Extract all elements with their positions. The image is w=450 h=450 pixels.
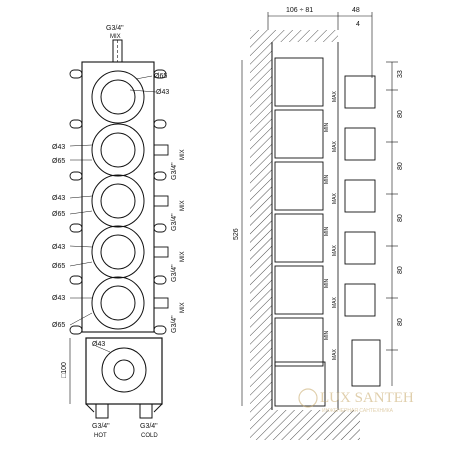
mixer-box <box>85 337 163 405</box>
outlet-3-function: MIX <box>180 251 186 262</box>
ring-2-inner <box>100 132 136 168</box>
mark-10: MIN <box>324 330 330 340</box>
dia-label-5: Ø43 <box>52 195 65 202</box>
mark-4: MIN <box>324 174 330 184</box>
ring-4-outer <box>91 225 145 279</box>
ring-5-outer <box>91 276 145 330</box>
dim-step-top: 33 <box>397 70 404 78</box>
dim-depth: 106 ÷ 81 <box>286 7 313 14</box>
dia-label-1: Ø65 <box>154 73 167 80</box>
handles <box>344 75 381 387</box>
dim-gap: 4 <box>356 21 360 28</box>
ring-1-inner <box>100 79 136 115</box>
front-view-labels: G3/4" MIX Ø65 Ø43 Ø43 Ø65 Ø43 Ø65 Ø43 Ø6… <box>52 25 186 439</box>
outlet-4-function: MIX <box>180 302 186 313</box>
mark-9: MAX <box>332 297 338 309</box>
dim-projection: 48 <box>352 7 360 14</box>
hot-inlet-size: G3/4" <box>92 423 110 430</box>
dim-total-height: 526 <box>233 228 240 240</box>
dia-label-7: Ø43 <box>52 244 65 251</box>
outlet-1-size: G3/4" <box>171 162 178 180</box>
hot-inlet-pipe <box>95 403 109 419</box>
mark-7: MAX <box>332 245 338 257</box>
mark-2: MIN <box>324 122 330 132</box>
mixer-ring-inner <box>113 359 135 381</box>
cartridge-rings <box>91 70 145 330</box>
side-outlet-stubs <box>153 144 169 309</box>
wall-hatch-top <box>272 30 338 42</box>
outlet-2-function: MIX <box>180 200 186 211</box>
ring-3-outer <box>91 174 145 228</box>
dim-step-1: 80 <box>397 110 404 118</box>
ring-5-inner <box>100 285 136 321</box>
cold-inlet-pipe <box>139 403 153 419</box>
mark-1: MAX <box>332 91 338 103</box>
dim-step-3: 80 <box>397 214 404 222</box>
ring-3-inner <box>100 183 136 219</box>
side-view <box>241 12 398 440</box>
mixer-diameter-label: Ø43 <box>92 341 105 348</box>
box-size-label: □100 <box>61 362 68 378</box>
mark-11: MAX <box>332 349 338 361</box>
watermark: LUX SANTEH ИНЖЕНЕРНАЯ САНТЕХНИКА <box>298 388 414 414</box>
dim-step-5: 80 <box>397 318 404 326</box>
outlet-1-function: MIX <box>180 149 186 160</box>
watermark-brand: LUX SANTEH <box>320 390 414 406</box>
dia-label-9: Ø43 <box>52 295 65 302</box>
dia-label-10: Ø65 <box>52 322 65 329</box>
mark-5: MAX <box>332 193 338 205</box>
dia-label-4: Ø65 <box>52 158 65 165</box>
mixer-ring-outer <box>101 347 147 393</box>
mark-8: MIN <box>324 278 330 288</box>
ring-2-outer <box>91 123 145 177</box>
hot-inlet-label: HOT <box>94 433 107 439</box>
side-view-labels: 106 ÷ 81 48 4 526 33 80 80 80 80 80 MAX … <box>233 7 404 360</box>
top-inlet-size: G3/4" <box>106 25 124 32</box>
ring-4-inner <box>100 234 136 270</box>
top-inlet-function: MIX <box>110 34 121 40</box>
outlet-2-size: G3/4" <box>171 213 178 231</box>
dia-label-6: Ø65 <box>52 211 65 218</box>
wall-hatch-bottom <box>250 410 360 440</box>
watermark-tagline: ИНЖЕНЕРНАЯ САНТЕХНИКА <box>322 408 394 414</box>
dim-step-2: 80 <box>397 162 404 170</box>
cold-inlet-label: COLD <box>141 433 158 439</box>
mark-3: MAX <box>332 141 338 153</box>
module-stack <box>274 57 326 407</box>
dia-label-2: Ø43 <box>156 89 169 96</box>
dim-step-4: 80 <box>397 266 404 274</box>
front-view <box>69 39 169 419</box>
wall-hatch-left <box>250 30 272 410</box>
cold-inlet-size: G3/4" <box>140 423 158 430</box>
dia-label-3: Ø43 <box>52 144 65 151</box>
outlet-4-size: G3/4" <box>171 315 178 333</box>
mark-6: MIN <box>324 226 330 236</box>
ring-1-outer <box>91 70 145 124</box>
dia-label-8: Ø65 <box>52 263 65 270</box>
outlet-3-size: G3/4" <box>171 264 178 282</box>
watermark-logo-icon <box>298 388 318 408</box>
mounting-lugs <box>69 69 167 335</box>
